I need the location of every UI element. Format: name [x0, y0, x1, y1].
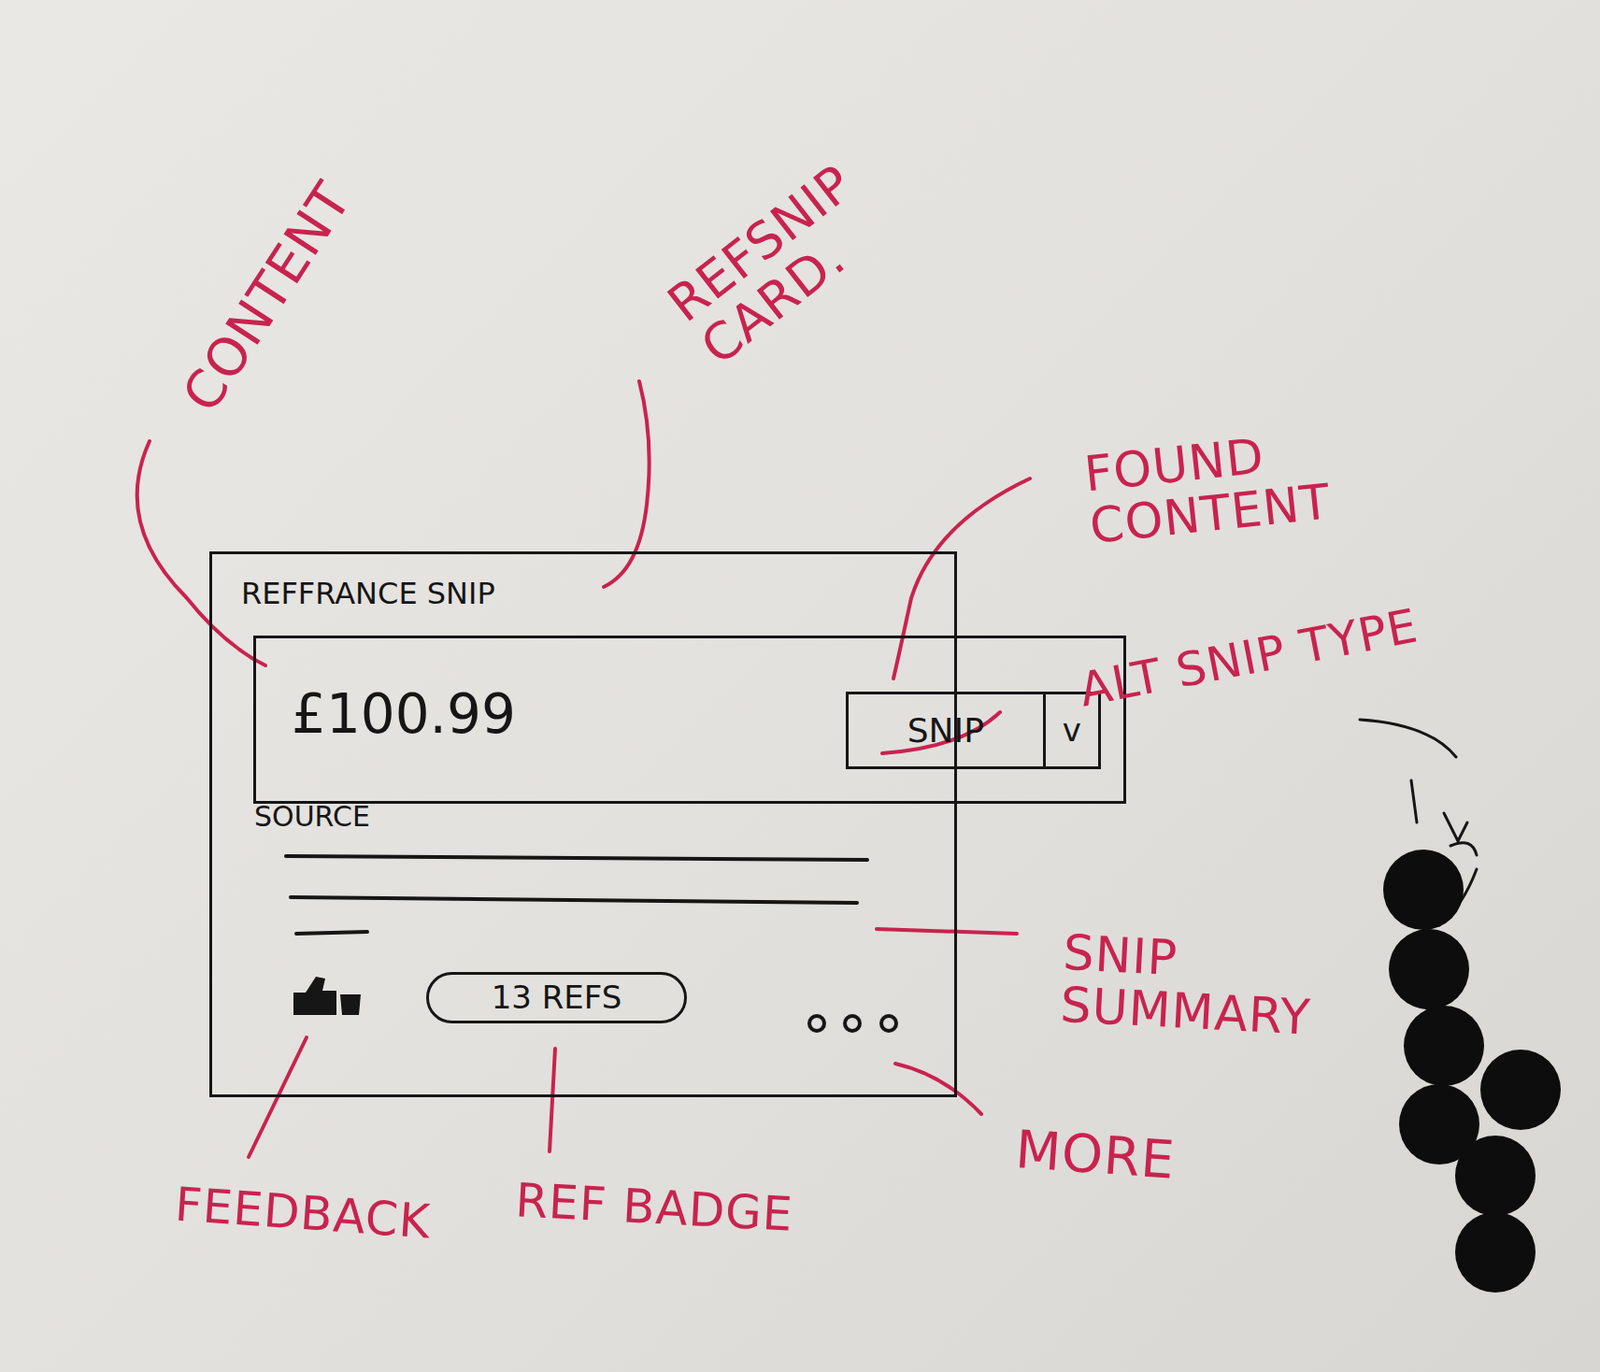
callout-label: MORE	[1014, 1121, 1177, 1189]
dot	[881, 1015, 897, 1031]
magnet	[1455, 1212, 1536, 1293]
callout-label: REF BADGE	[514, 1174, 795, 1240]
callout-label: FEEDBACK	[173, 1179, 433, 1248]
source-label: SOURCE	[254, 800, 371, 834]
dot	[809, 1015, 825, 1031]
text-line	[290, 897, 858, 903]
callout-label: REFSNIP CARD.	[658, 156, 898, 376]
magnet	[1403, 1005, 1485, 1086]
leader-line	[549, 1048, 556, 1152]
leader-line	[876, 928, 1017, 934]
snip-button: SNIPv	[845, 691, 1101, 770]
magnet	[1480, 1049, 1561, 1130]
scribble-stroke	[1411, 780, 1417, 823]
content-box: SNIPv £100.99	[253, 635, 1127, 804]
feedback-icon	[293, 976, 361, 1015]
callout-label: ALT SNIP TYPE	[1075, 600, 1423, 715]
ref-count: 13 REFS	[491, 979, 623, 1016]
leader-line	[248, 1037, 307, 1158]
leader-line	[893, 478, 1030, 679]
magnet	[1388, 928, 1470, 1010]
price-text: £100.99	[291, 683, 516, 746]
snip-type: SNIP	[848, 694, 1043, 767]
scribble-stroke	[1359, 719, 1457, 758]
thumb-up	[293, 976, 337, 1015]
callout-label: SNIP SUMMARY	[1058, 926, 1315, 1044]
dot	[844, 1015, 860, 1031]
text-line	[296, 931, 368, 934]
leader-line	[603, 381, 650, 587]
card-title: REFFRANCE SNIP	[241, 576, 496, 612]
magnets	[1383, 849, 1561, 1293]
leader-line	[895, 1063, 982, 1115]
scribble-stroke	[1443, 813, 1477, 856]
thumb-down	[340, 994, 361, 1015]
ref-badge: 13 REFS	[426, 971, 687, 1024]
summary-lines	[285, 856, 868, 934]
magnet	[1455, 1135, 1536, 1216]
callout-label: FOUND CONTENT	[1082, 423, 1334, 554]
more-dots	[809, 1015, 897, 1031]
text-line	[285, 856, 868, 860]
callout-label: CONTENT	[172, 172, 362, 422]
snip-card: SNIPv£100.9913 REFSREFFRANCE SNIPSOURCE	[209, 551, 958, 1098]
magnet	[1383, 849, 1464, 930]
